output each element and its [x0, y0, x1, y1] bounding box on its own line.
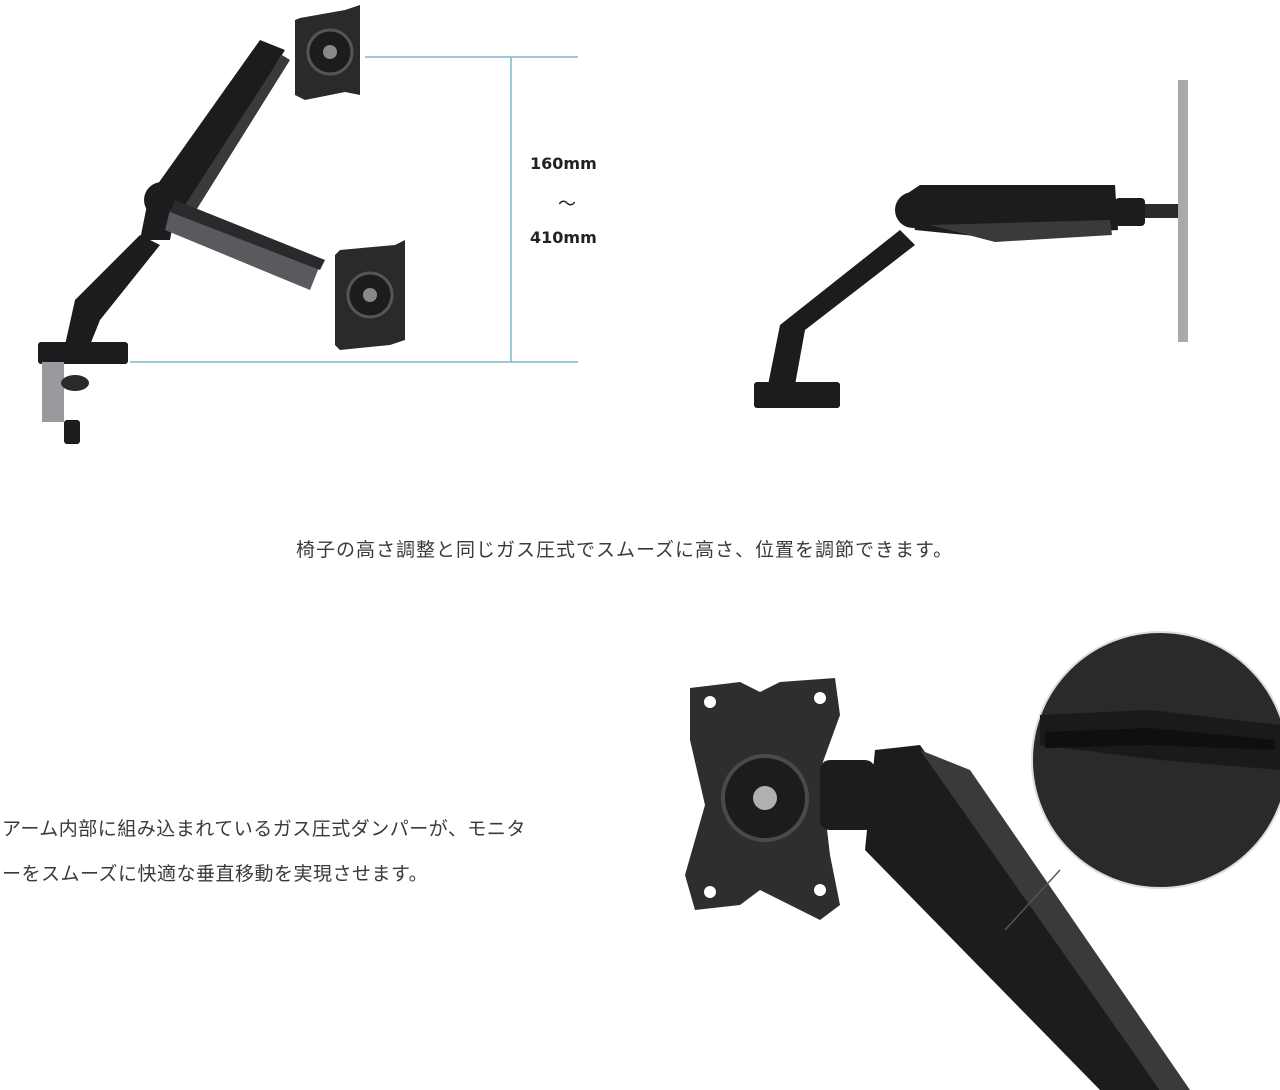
arm-closeup-illustration [680, 620, 1280, 1090]
height-min-label: 160mm [530, 154, 597, 173]
arm-height-range-illustration [20, 0, 620, 460]
height-adjust-caption: 椅子の高さ調整と同じガス圧式でスムーズに高さ、位置を調節できます。 [296, 539, 954, 561]
upper-arm-raised [150, 40, 285, 210]
lower-arm-lowered [165, 210, 320, 290]
arm-side-svg [754, 80, 1188, 408]
damper-caption-line2: ーをスムーズに快適な垂直移動を実現させます。 [2, 863, 429, 885]
vesa-plate-raised [295, 5, 360, 100]
monitor-panel [1178, 80, 1188, 342]
height-max-label: 410mm [530, 228, 597, 247]
damper-caption-line1: アーム内部に組み込まれているガス圧式ダンパーが、モニタ [2, 818, 526, 840]
clamp-top-plate [38, 342, 128, 364]
closeup-vesa-plate [685, 678, 840, 920]
clamp-screw [64, 420, 80, 444]
clamp-body [42, 362, 64, 422]
arm-closeup-svg [685, 631, 1280, 1090]
closeup-swivel-joint [820, 760, 875, 830]
closeup-magnifier [1004, 631, 1280, 931]
arm-height-svg [38, 5, 578, 444]
height-tilde-label: ～ [558, 194, 576, 215]
side-tilt-joint [1115, 198, 1145, 226]
clamp-knob [61, 375, 89, 391]
closeup-arm-body [865, 745, 1160, 1090]
vesa-plate-lowered [335, 240, 405, 350]
arm-post [65, 235, 160, 345]
arm-side-view-illustration [740, 70, 1200, 420]
side-base [754, 382, 840, 408]
side-post [768, 230, 915, 385]
